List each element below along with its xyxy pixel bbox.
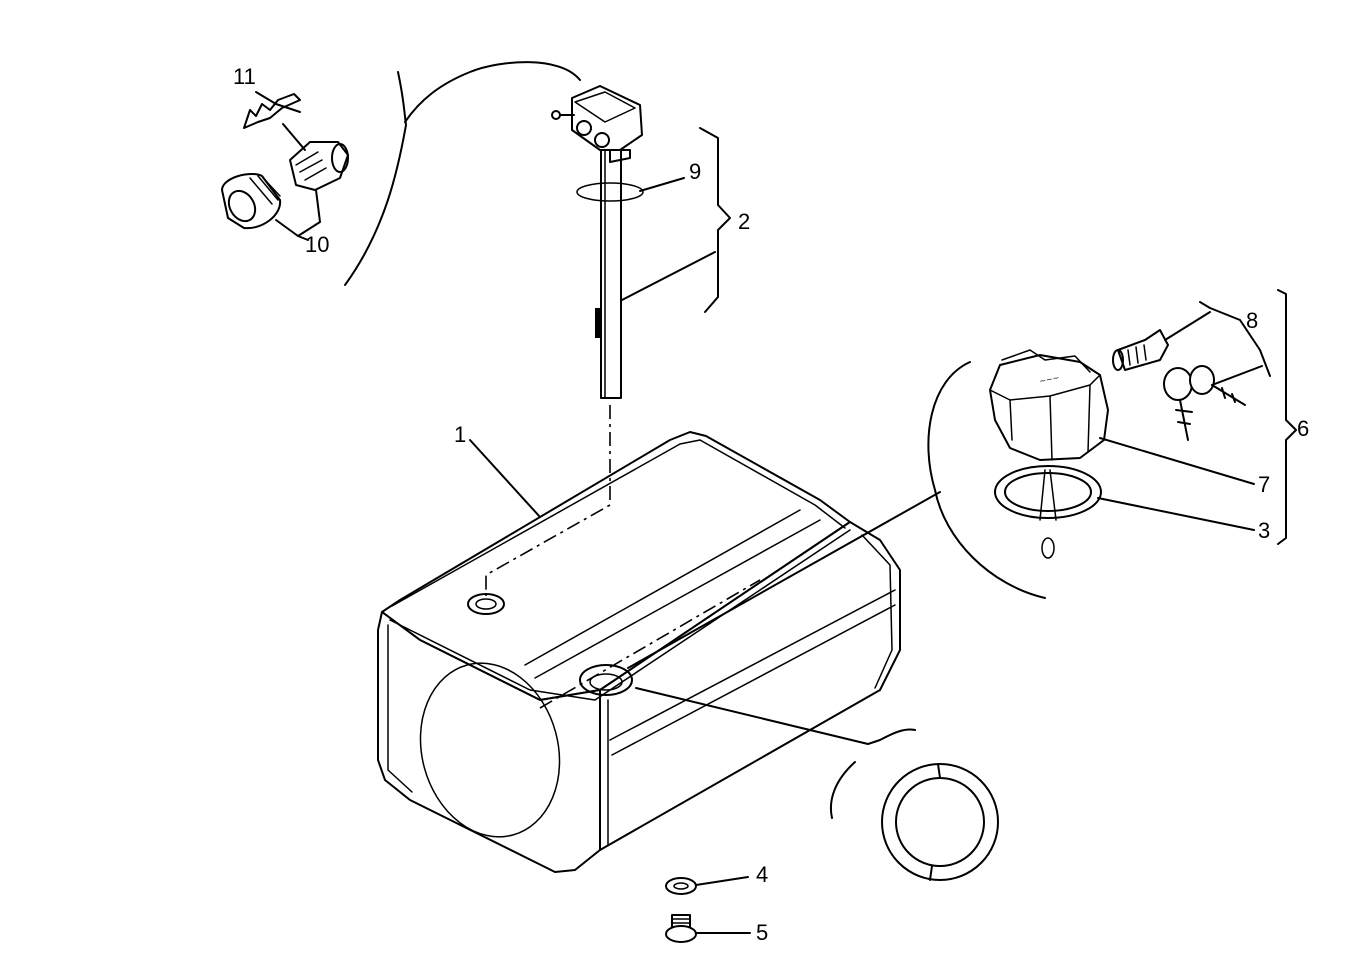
callout-9: 9 [689, 159, 701, 184]
drain-washer [665, 877, 697, 895]
callout-5: 5 [756, 920, 768, 945]
callout-7: 7 [1258, 472, 1270, 497]
bracket-6 [1277, 289, 1297, 545]
drain-plug [665, 914, 697, 943]
callout-6: 6 [1297, 416, 1309, 441]
cap-stamp: ~~~ [1039, 373, 1061, 386]
lock-cylinder [1112, 329, 1169, 371]
callout-4: 4 [756, 862, 768, 887]
callout-10: 10 [305, 232, 329, 257]
cap-detail-arc [927, 361, 1046, 599]
bracket-2 [699, 127, 731, 313]
bracket-8 [1199, 301, 1271, 377]
tank-centreline [539, 579, 761, 709]
callout-3: 3 [1258, 518, 1270, 543]
callout-11: 11 [233, 64, 256, 89]
callout-1: 1 [454, 422, 466, 447]
terminal [243, 93, 301, 129]
level-sender [551, 85, 644, 399]
connector [221, 141, 349, 230]
neck-ring [881, 763, 999, 881]
filler-cap: ~~~ [989, 349, 1109, 461]
cap-gasket [994, 465, 1102, 559]
connector-detail-arc [344, 71, 407, 286]
sender-centreline [485, 405, 611, 596]
fuel-tank [377, 431, 901, 873]
callout-2: 2 [738, 209, 750, 234]
keys [1163, 365, 1246, 441]
callout-8: 8 [1246, 308, 1258, 333]
